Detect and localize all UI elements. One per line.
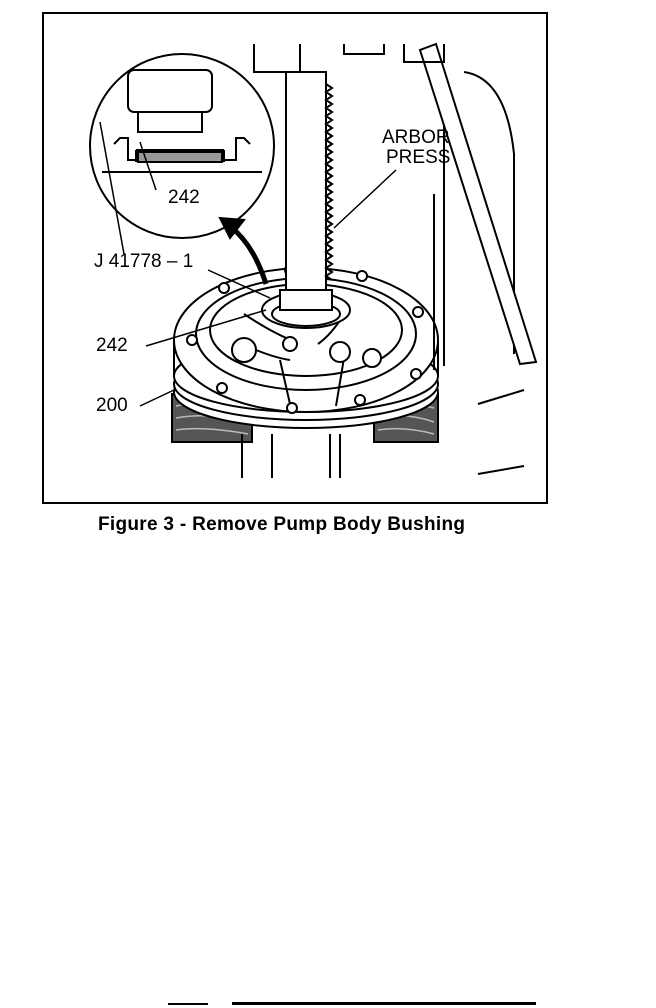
footer-rule xyxy=(232,1002,536,1005)
callout-arbor-line2: PRESS xyxy=(386,147,451,168)
callout-tool: J 41778 – 1 xyxy=(94,251,194,272)
footer-rule-small xyxy=(168,1003,208,1005)
pump-body xyxy=(173,264,439,429)
arbor-press-drawing xyxy=(89,42,538,478)
arbor-press-ram xyxy=(279,71,334,311)
leader-lines xyxy=(99,121,397,407)
leader-arbor-press xyxy=(333,169,397,229)
callout-arbor-line1: ARBOR xyxy=(382,127,450,148)
leader-pump-body xyxy=(139,389,175,407)
leader-tool-inset xyxy=(99,121,125,255)
detail-inset xyxy=(89,53,275,239)
leader-tool xyxy=(207,269,271,299)
leader-bushing-242 xyxy=(145,309,267,347)
press-column xyxy=(241,42,538,478)
callout-bushing: 242 xyxy=(96,335,128,356)
figure-illustration: ARBOR PRESS 242 J 41778 – 1 242 200 xyxy=(42,12,548,504)
inset-arrow-icon xyxy=(218,216,269,285)
figure-caption: Figure 3 - Remove Pump Body Bushing xyxy=(98,514,466,535)
leader-inset-242 xyxy=(139,141,157,191)
callout-inset-bushing: 242 xyxy=(168,187,200,208)
callout-pump-body: 200 xyxy=(96,395,128,416)
